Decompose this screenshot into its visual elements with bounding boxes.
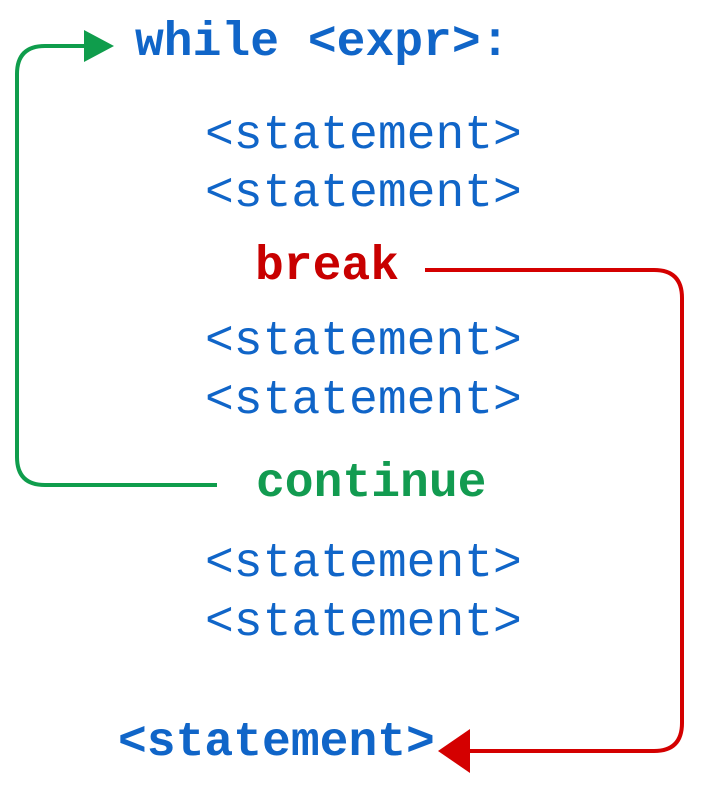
break-arrow-path [425, 268, 684, 753]
arrow-right-icon [84, 30, 114, 62]
continue-keyword: continue [256, 457, 487, 512]
statement-line-6: <statement> [205, 596, 522, 651]
continue-arrow-path [15, 44, 217, 487]
arrow-left-icon [438, 729, 470, 773]
break-keyword: break [255, 240, 400, 295]
statement-line-3: <statement> [205, 315, 522, 370]
continue-arrow [15, 30, 217, 487]
statement-line-5: <statement> [205, 537, 522, 592]
statement-line-4: <statement> [205, 374, 522, 429]
statement-line-2: <statement> [205, 167, 522, 222]
while-expr-line: while <expr>: [135, 16, 510, 71]
statement-line-1: <statement> [205, 109, 522, 164]
break-arrow [425, 268, 684, 773]
after-loop-statement: <statement> [118, 716, 435, 771]
